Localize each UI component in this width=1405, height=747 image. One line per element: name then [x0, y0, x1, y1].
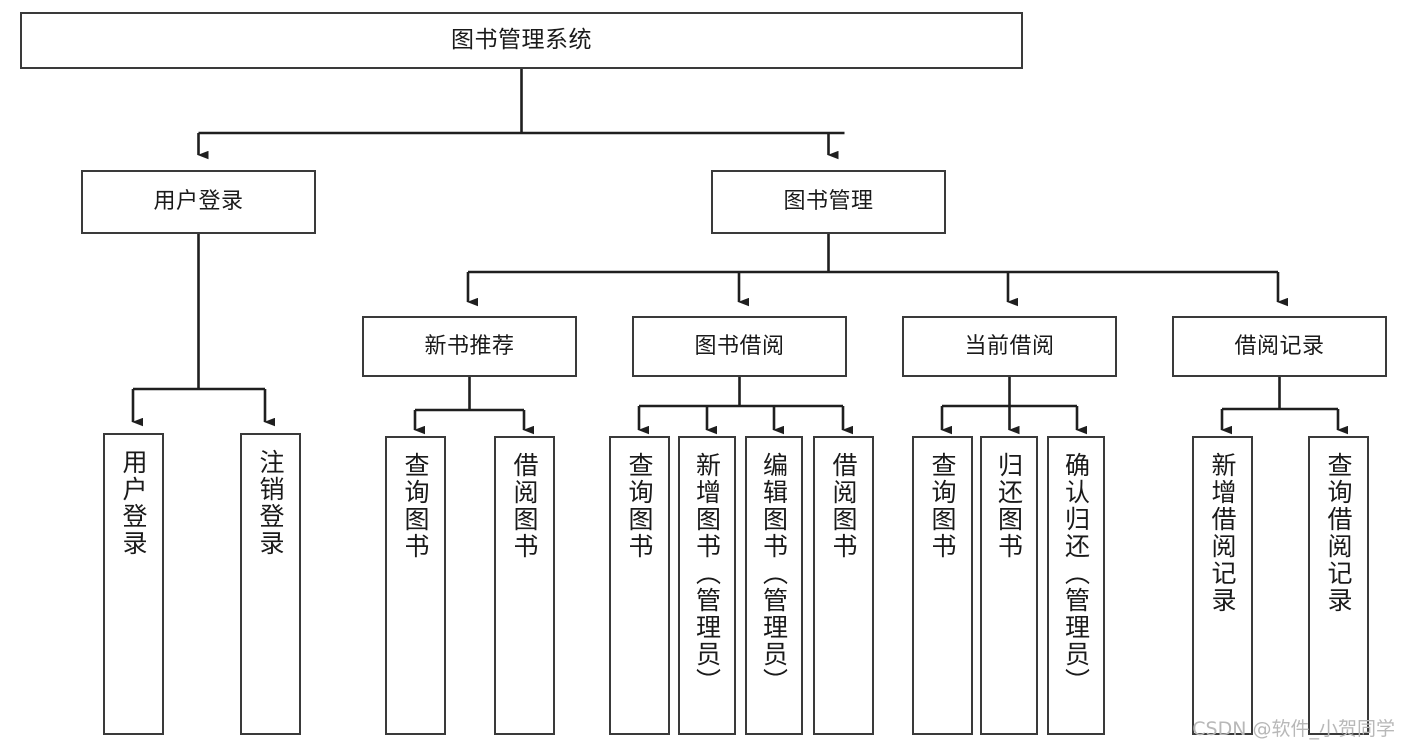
node-leaf-query-book-3[interactable]: 查询图书 — [912, 436, 973, 735]
node-leaf-user-logout[interactable]: 注销登录 — [240, 433, 301, 735]
node-label: 归还图书 — [994, 452, 1024, 560]
node-book-borrow[interactable]: 图书借阅 — [632, 316, 847, 377]
node-current-borrow[interactable]: 当前借阅 — [902, 316, 1117, 377]
node-leaf-borrow-book-2[interactable]: 借阅图书 — [813, 436, 874, 735]
node-label: 新增图书（管理员） — [692, 452, 722, 695]
node-leaf-query-book-2[interactable]: 查询图书 — [609, 436, 670, 735]
csdn-watermark: CSDN @软件_小贺同学 — [1192, 718, 1395, 740]
node-book-management[interactable]: 图书管理 — [711, 170, 946, 234]
node-label: 查询借阅记录 — [1324, 452, 1353, 614]
node-leaf-add-book[interactable]: 新增图书（管理员） — [678, 436, 736, 735]
node-leaf-confirm-return[interactable]: 确认归还（管理员） — [1047, 436, 1105, 735]
node-leaf-query-record[interactable]: 查询借阅记录 — [1308, 436, 1369, 735]
node-label: 查询图书 — [928, 452, 957, 560]
node-leaf-borrow-book-1[interactable]: 借阅图书 — [494, 436, 555, 735]
node-label: 当前借阅 — [964, 333, 1055, 359]
node-leaf-query-book-1[interactable]: 查询图书 — [385, 436, 446, 735]
node-label: 图书管理 — [783, 189, 874, 215]
node-label: 借阅图书 — [510, 452, 539, 560]
node-label: 新增借阅记录 — [1208, 452, 1237, 614]
node-label: 借阅图书 — [829, 452, 858, 560]
node-user-login[interactable]: 用户登录 — [81, 170, 316, 234]
node-borrow-record[interactable]: 借阅记录 — [1172, 316, 1387, 377]
node-label: 图书管理系统 — [451, 27, 592, 54]
node-label: 新书推荐 — [424, 333, 515, 359]
node-root-system[interactable]: 图书管理系统 — [20, 12, 1023, 69]
node-label: 注销登录 — [256, 449, 285, 557]
node-leaf-add-record[interactable]: 新增借阅记录 — [1192, 436, 1253, 735]
node-leaf-user-login[interactable]: 用户登录 — [103, 433, 164, 735]
node-label: 编辑图书（管理员） — [759, 452, 789, 695]
node-label: 查询图书 — [625, 452, 654, 560]
node-label: 图书借阅 — [694, 333, 785, 359]
node-label: 用户登录 — [153, 189, 244, 215]
node-label: 用户登录 — [119, 449, 148, 557]
node-leaf-return-book[interactable]: 归还图书 — [980, 436, 1038, 735]
node-new-book-recommend[interactable]: 新书推荐 — [362, 316, 577, 377]
node-label: 借阅记录 — [1234, 333, 1325, 359]
node-label: 查询图书 — [401, 452, 430, 560]
node-leaf-edit-book[interactable]: 编辑图书（管理员） — [745, 436, 803, 735]
node-label: 确认归还（管理员） — [1061, 452, 1091, 695]
